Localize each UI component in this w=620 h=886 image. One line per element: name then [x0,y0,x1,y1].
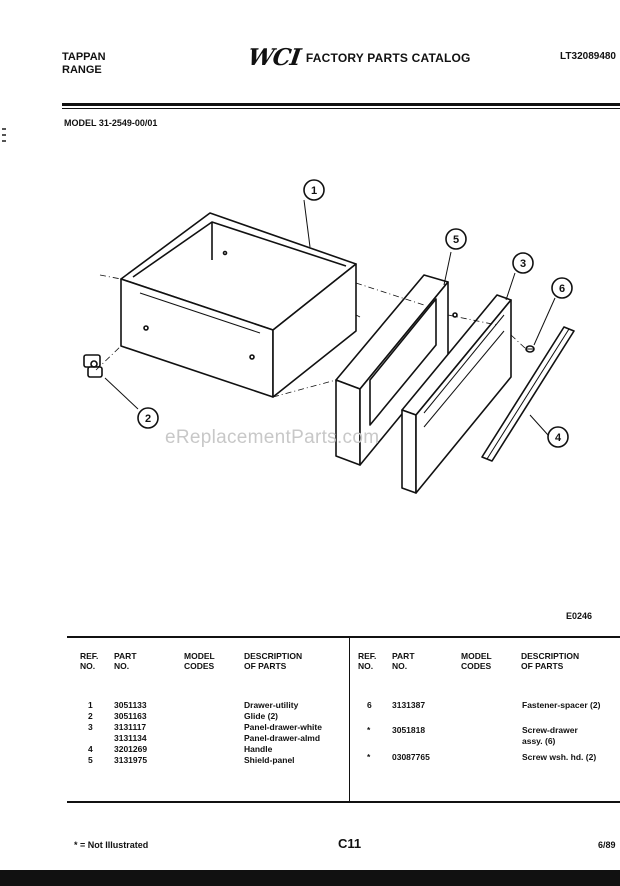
table-row-desc-cont: assy. (6) [522,736,556,746]
callout-6-label: 6 [559,283,565,295]
table-row-desc: Panel-drawer-almd [244,733,321,743]
table-row-desc: Screw-drawer [522,725,578,735]
left-header-part: PART NO. [114,651,137,671]
callout-3-label: 3 [520,258,526,270]
table-row-part: 3201269 [114,744,148,754]
table-row-part: 3131387 [392,700,426,710]
glide-part [83,354,103,378]
handle-part [481,326,575,462]
table-row-desc: Shield-panel [244,755,295,765]
table-row-ref: 2 [88,711,93,721]
table-divider [349,638,350,801]
table-row-ref: * [367,725,371,735]
brand-line-1: TAPPAN [62,51,106,63]
catalog-title: FACTORY PARTS CATALOG [305,50,471,65]
catalog-code: LT32089480 [560,51,616,62]
callout-2-label: 2 [145,413,151,425]
scan-artifact [2,128,6,158]
alignment-lines [95,274,527,398]
callout-5-circle [445,228,467,250]
drawing-code: E0246 [566,611,593,621]
callout-1-label: 1 [311,185,317,197]
table-row-part: 3051133 [114,700,147,710]
scan-edge [0,870,620,886]
table-row-ref: 3 [88,722,93,732]
page-number: C11 [338,836,362,851]
drawer-panel-part [401,294,512,494]
table-row-desc: Drawer-utility [244,700,299,710]
right-header-model: MODEL CODES [461,651,492,671]
table-row-desc: Fastener-spacer (2) [522,700,601,710]
callout-3-circle [512,252,534,274]
table-row-part: 3131134 [114,733,147,743]
right-header-part: PART NO. [392,651,415,671]
table-row-part: 3131117 [114,722,147,732]
drawer-utility-part [120,212,357,398]
callout-5-label: 5 [453,234,459,246]
table-row-ref: 1 [88,700,93,710]
brand-label: TAPPAN RANGE [62,51,106,77]
left-header-desc: DESCRIPTION OF PARTS [244,651,303,671]
left-header-ref: REF. NO. [80,651,99,671]
callout-1-circle [303,179,325,201]
model-number: MODEL 31-2549-00/01 [64,118,158,128]
table-row-ref: 4 [88,744,93,754]
table-row-ref: 5 [88,755,93,765]
brand-line-2: RANGE [62,64,102,76]
date-code: 6/89 [598,840,616,850]
table-row-part: 3051818 [392,725,426,735]
catalog-header: WCI FACTORY PARTS CATALOG [246,44,471,71]
header-rule-thin [62,108,620,109]
wci-logo: WCI [246,44,302,71]
header-rule-thick [62,103,620,106]
footnote: * = Not Illustrated [74,840,149,850]
leader-lines [104,199,556,436]
watermark-text: eReplacementParts.com [165,427,380,448]
table-row-desc: Glide (2) [244,711,279,721]
table-row-ref: 6 [367,700,372,710]
table-bottom-rule [67,801,620,803]
left-header-model: MODEL CODES [184,651,215,671]
table-row-part: 3131975 [114,755,148,765]
table-row-desc: Panel-drawer-white [244,722,322,732]
exploded-parts-diagram: 1 2 3 4 5 6 [83,179,575,494]
callout-4-label: 4 [555,432,562,444]
table-row-part: 3051163 [114,711,147,721]
callout-4-circle [547,426,569,448]
table-row-desc: Handle [244,744,273,754]
table-row-ref: * [367,752,371,762]
table-row-desc: Screw wsh. hd. (2) [522,752,597,762]
right-header-desc: DESCRIPTION OF PARTS [521,651,580,671]
table-row-part: 03087765 [392,752,430,762]
right-header-ref: REF. NO. [358,651,377,671]
fastener-spacer-part [525,345,535,353]
callout-2-circle [137,407,159,429]
table-top-rule [67,636,620,638]
callout-6-circle [551,277,573,299]
